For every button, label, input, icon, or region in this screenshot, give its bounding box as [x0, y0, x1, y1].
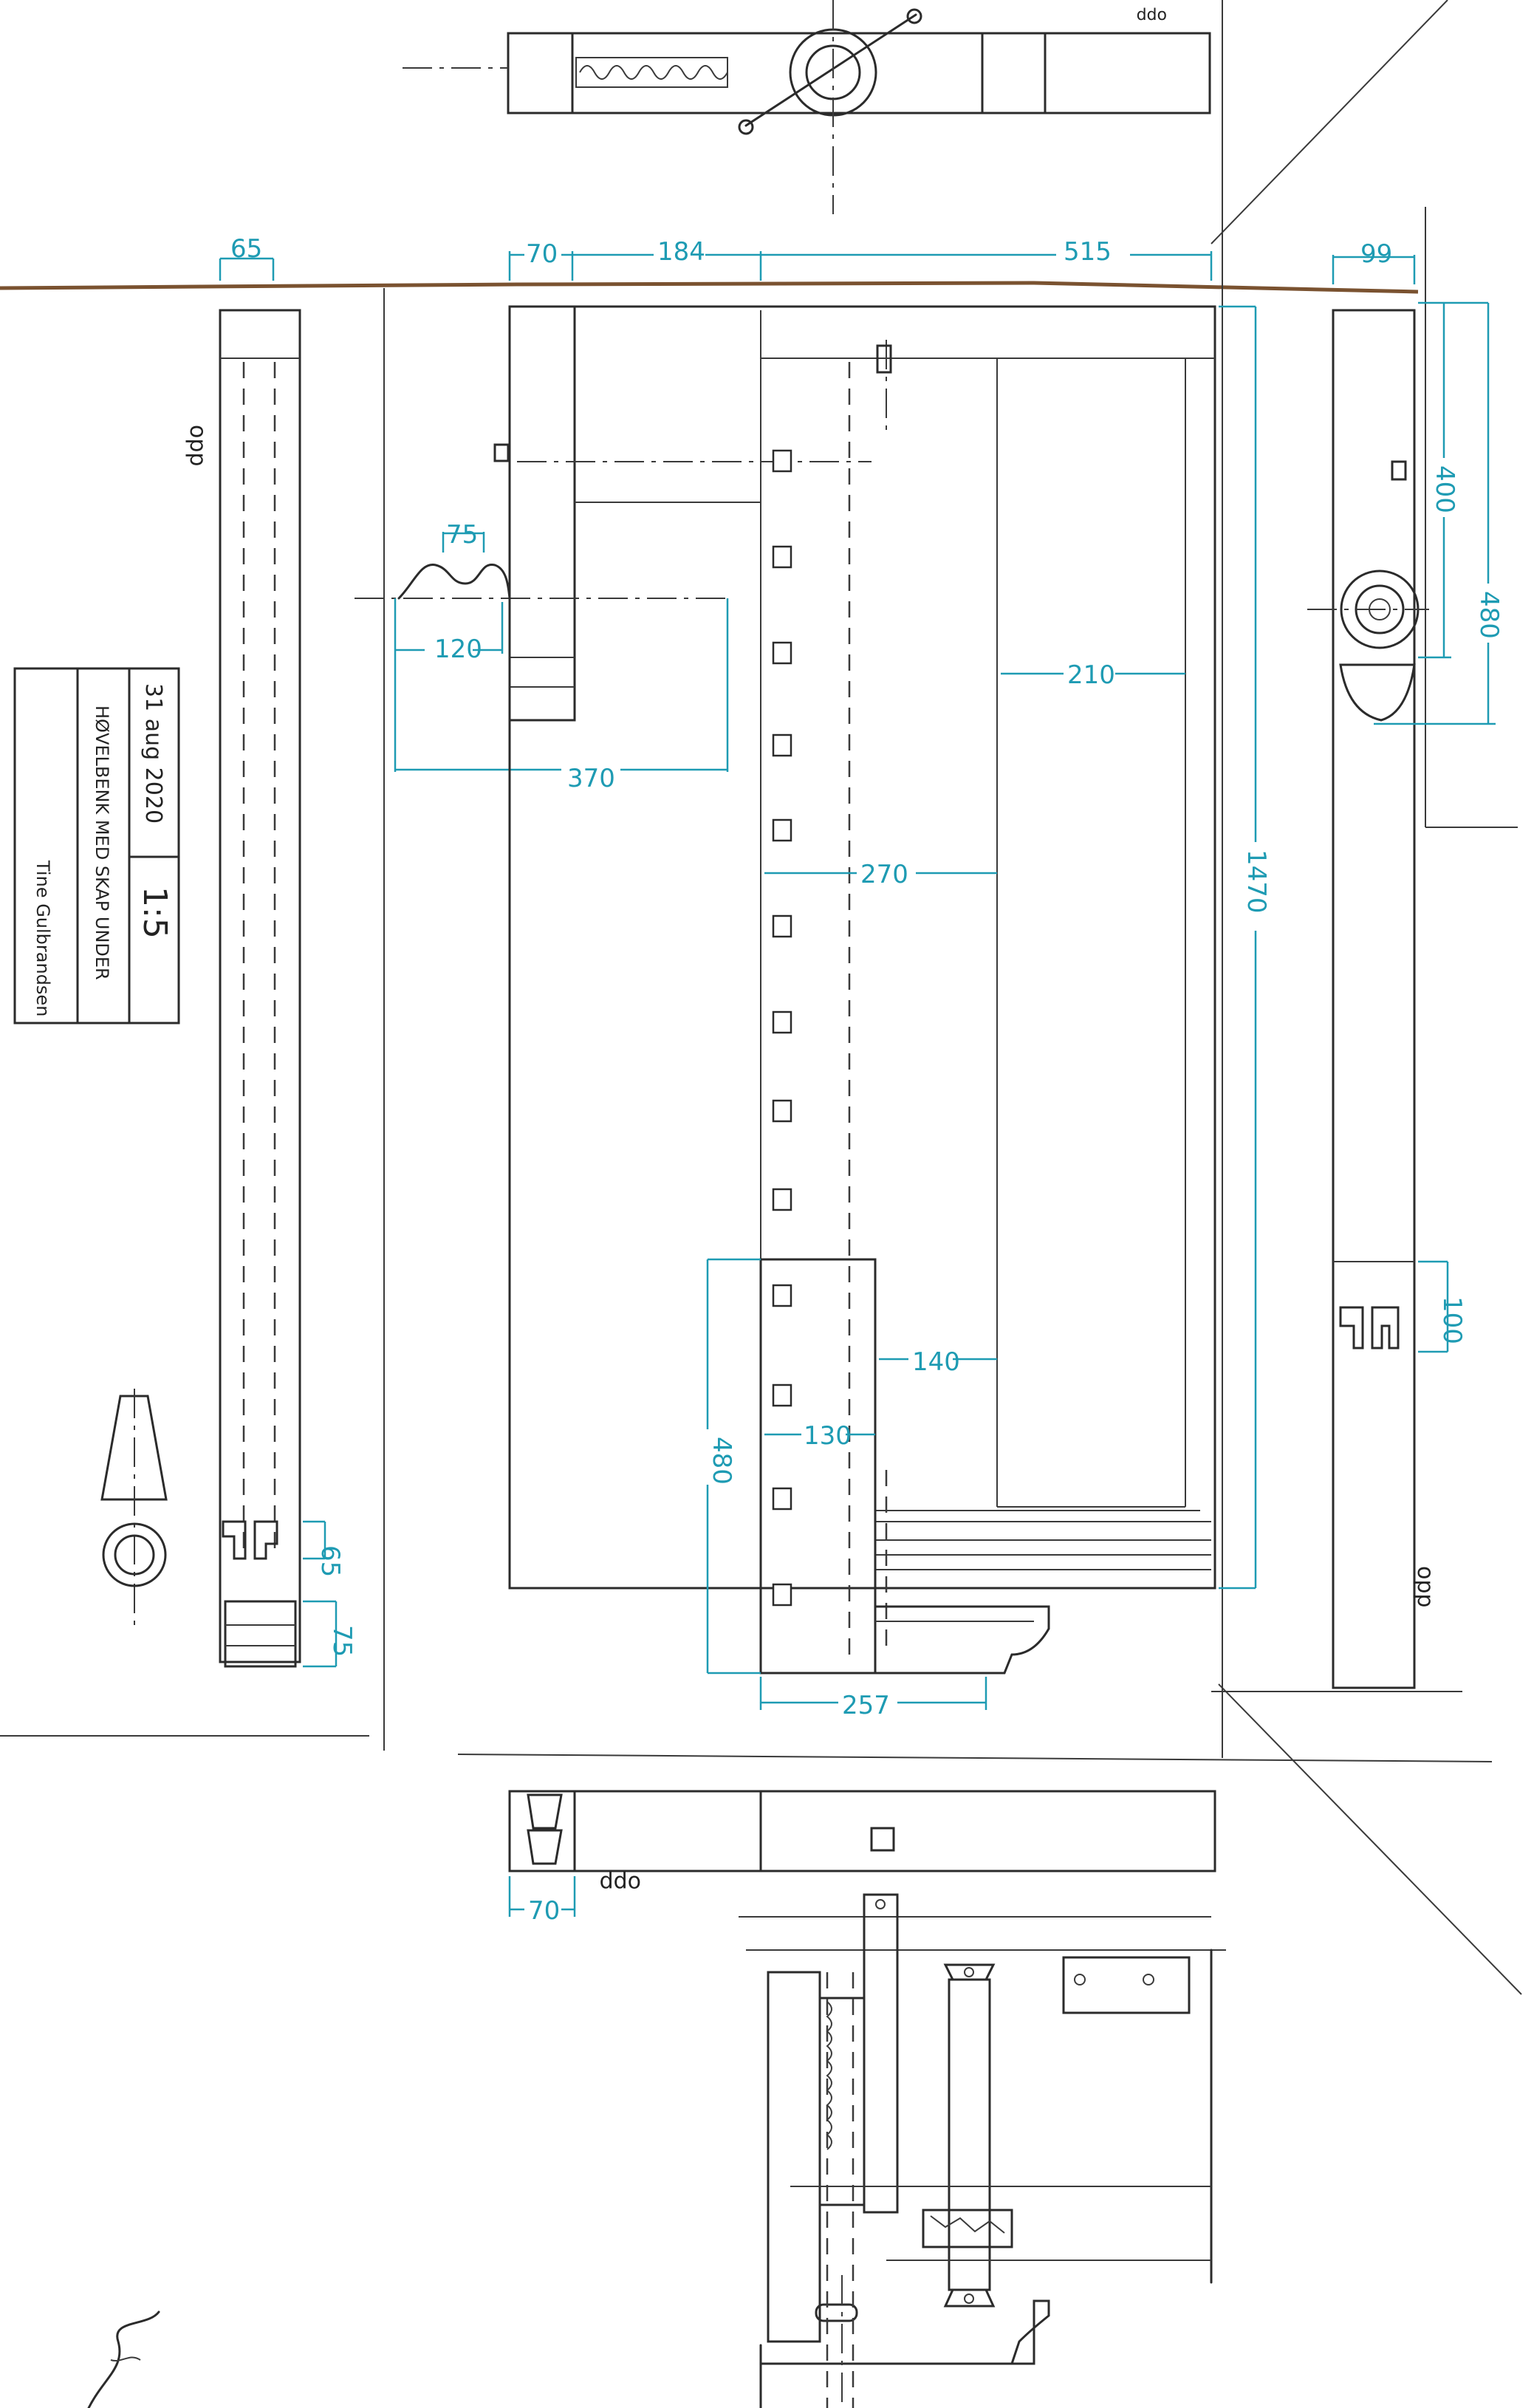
dim-70-bottom: 70 [528, 1896, 560, 1926]
tail-vise-top-view [403, 0, 1211, 214]
dim-99: 99 [1360, 239, 1392, 269]
front-vise-jaw: 120 75 370 [355, 305, 872, 793]
dim-480-right: 480 [1474, 591, 1504, 639]
bench-dog-hole [772, 1383, 792, 1407]
bench-dog-hole [772, 818, 792, 842]
bench-dog-hole [772, 1583, 792, 1607]
title-author: Tine Gulbrandsen [32, 860, 53, 1016]
bench-dog-hole [772, 1188, 792, 1211]
bench-dog-hole [772, 449, 792, 473]
title-block: 31 aug 2020 1:5 HØVELBENK MED SKAP UNDER… [13, 667, 180, 1025]
vise-pin [493, 443, 510, 462]
dim-65-bottom: 65 [315, 1545, 345, 1577]
title-scale: 1:5 [136, 886, 174, 939]
dim-515: 515 [1064, 237, 1112, 267]
back-rail-view: opp 400 480 100 [1307, 301, 1504, 1689]
note-opp-4: opp [1137, 7, 1167, 25]
end-vise-block: 140 130 480 257 [706, 1258, 1050, 1720]
title-drawing-name: HØVELBENK MED SKAP UNDER [92, 705, 112, 980]
dim-75-bottom: 75 [327, 1625, 357, 1657]
dim-130: 130 [804, 1421, 852, 1451]
projection-symbol [100, 1389, 168, 1625]
signature [87, 2310, 160, 2408]
bench-dog-hole [772, 1099, 792, 1123]
main-benchtop: 210 270 1470 [508, 305, 1271, 1669]
sheet-frame [0, 0, 1522, 1995]
dim-270: 270 [860, 860, 908, 889]
title-date: 31 aug 2020 [140, 683, 166, 824]
vise-nut-block [922, 2209, 1013, 2248]
bench-dog-holes [772, 449, 792, 1607]
mortise-square [870, 1827, 895, 1852]
bench-dog-hole [772, 545, 792, 569]
table-edge-line [0, 281, 1419, 294]
dim-100: 100 [1437, 1296, 1467, 1344]
bench-dog-hole [772, 1487, 792, 1511]
dim-257: 257 [842, 1691, 890, 1720]
dim-370: 370 [567, 764, 615, 793]
end-vise-detail [739, 1893, 1226, 2408]
side-rail-view: 70 opp opp [508, 7, 1216, 1926]
vise-handle [744, 13, 917, 127]
note-opp-2: opp [1412, 1566, 1438, 1607]
dim-70-top: 70 [526, 239, 558, 269]
bench-dog-hole [772, 1010, 792, 1034]
vise-guide-bar [863, 1893, 899, 2214]
bench-dog-hole [772, 733, 792, 757]
dim-75-profile: 75 [446, 520, 478, 550]
dim-210: 210 [1067, 660, 1115, 690]
dim-1470: 1470 [1242, 849, 1271, 914]
note-opp-1: opp [185, 425, 210, 466]
dim-400: 400 [1430, 465, 1459, 513]
dim-480-left: 480 [707, 1437, 736, 1485]
dim-184: 184 [657, 237, 705, 267]
top-dimension-row: 65 70 184 515 99 [219, 234, 1416, 284]
vise-slot [815, 2303, 858, 2322]
dim-140: 140 [912, 1347, 960, 1377]
note-opp-3: opp [600, 1870, 641, 1896]
dim-65-top: 65 [230, 234, 262, 264]
vise-jaw-profile [397, 564, 511, 600]
front-rail-view: 65 75 opp [185, 309, 357, 1668]
bench-dog-hole [772, 1284, 792, 1307]
bench-dog-hole [772, 914, 792, 938]
bench-dog-hole [772, 641, 792, 665]
